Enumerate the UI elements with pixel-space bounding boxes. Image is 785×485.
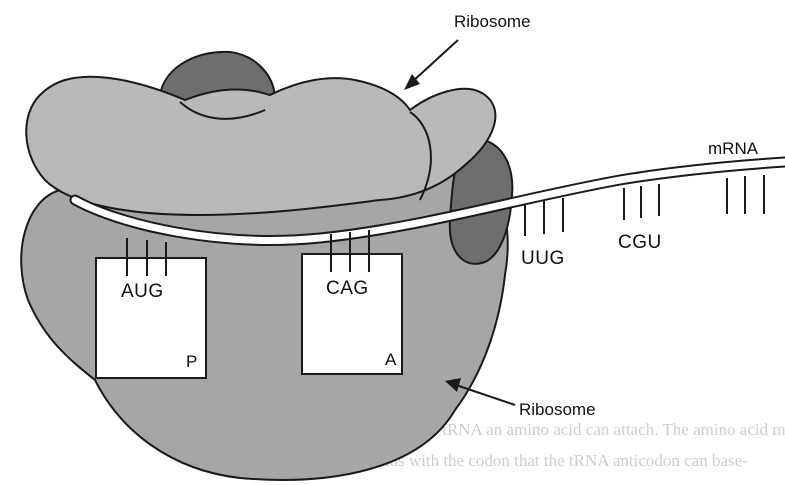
arrow-icon-top bbox=[404, 40, 458, 90]
a-site-label: A bbox=[385, 350, 397, 369]
p-site-anticodon: AUG bbox=[121, 281, 164, 302]
codon-cgu: CGU bbox=[618, 184, 662, 253]
mrna-label: mRNA bbox=[708, 139, 759, 158]
codon-cgu-label: CGU bbox=[618, 232, 662, 253]
trna-p-site: AUG P bbox=[96, 238, 206, 378]
ribosome-label-bottom: Ribosome bbox=[519, 400, 596, 419]
codon-ticks-right bbox=[727, 175, 764, 214]
ribosome-label-top: Ribosome bbox=[454, 12, 531, 31]
p-site-label: P bbox=[186, 352, 197, 371]
a-site-anticodon: CAG bbox=[326, 278, 369, 299]
codon-uug-label: UUG bbox=[521, 248, 565, 269]
codon-uug: UUG bbox=[521, 198, 565, 269]
